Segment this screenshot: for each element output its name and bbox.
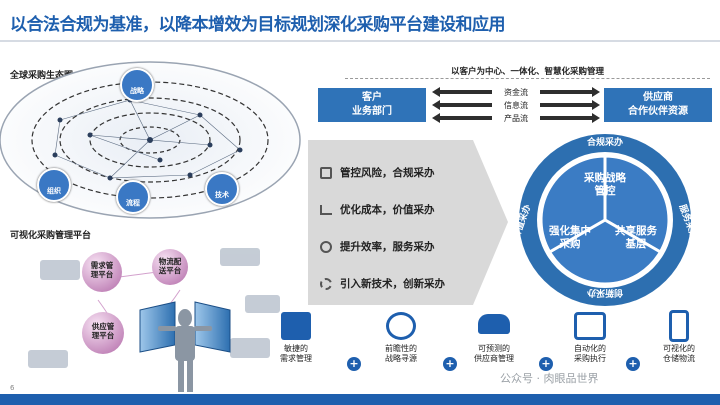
plus-icon: +: [626, 357, 640, 371]
customer-box: 客户 业务部门: [318, 88, 426, 122]
supply-platform-ball: [82, 312, 124, 354]
list-item: 优化成本，价值采办: [320, 202, 435, 217]
title-underline: [0, 40, 720, 42]
product-flow-label: 产品流: [492, 113, 540, 124]
chart-icon: [320, 166, 332, 179]
list-item: 引入新技术，创新采办: [320, 276, 445, 291]
bottom-item-label: 可预测的 供应商管理: [474, 344, 514, 363]
ecosystem-label: 全球采购生态圈: [10, 71, 74, 81]
strategy-node: 战略: [120, 68, 154, 102]
page-number: 6: [10, 384, 15, 392]
gear-icon: [320, 277, 332, 290]
supply-platform-label: 供应管 理平台: [91, 322, 115, 340]
supplier-box: 供应商 合作伙伴资源: [604, 88, 712, 122]
cash-flow-label: 资金流: [492, 87, 540, 98]
phone-icon: [669, 310, 689, 342]
list-item: 管控风险，合规采办: [320, 165, 435, 180]
logistics-platform-label: 物流配 送平台: [158, 257, 182, 275]
outer-top-label: 合规采办: [586, 138, 623, 148]
right-header: 以客户为中心、一体化、智慧化采购管理: [450, 67, 604, 77]
header-divider: [345, 78, 710, 79]
procurement-circle: [519, 134, 691, 306]
list-item-text: 引入新技术，创新采办: [340, 278, 445, 290]
platform-illustration: [28, 248, 280, 392]
list-item-text: 提升效率，服务采办: [340, 241, 435, 253]
segment-left-label: 强化集中 采购: [549, 225, 591, 250]
org-label: 组织: [47, 187, 61, 195]
plus-icon: +: [443, 357, 457, 371]
bottom-item-label: 敏捷的 需求管理: [280, 344, 312, 363]
logistics-platform-ball: [152, 249, 188, 285]
watermark: 公众号 · 肉眼品世界: [500, 372, 599, 385]
plus-icon: +: [539, 357, 553, 371]
page-title: 以合法合规为基准，以降本增效为目标规划深化采购平台建设和应用: [10, 15, 506, 35]
plus-icon: +: [347, 357, 361, 371]
list-item: 提升效率，服务采办: [320, 239, 435, 254]
arrow-icon: [281, 312, 311, 340]
strategy-label: 战略: [130, 87, 144, 95]
platform-label: 可视化采购管理平台: [10, 231, 92, 241]
demand-platform-label: 需求管 理平台: [90, 261, 114, 279]
demand-platform-ball: [82, 252, 122, 292]
list-item-text: 管控风险，合规采办: [340, 167, 435, 179]
outer-bottom-label: 创新采办: [587, 287, 624, 297]
org-node: 组织: [37, 168, 71, 202]
gray-arrow-panel: [308, 140, 508, 305]
tech-node: 技术: [205, 172, 239, 206]
bottom-item-label: 前瞻性的 战略寻源: [385, 344, 417, 363]
doc-icon: [574, 312, 606, 340]
process-label: 流程: [126, 199, 140, 207]
bottom-item-label: 自动化的 采购执行: [574, 344, 606, 363]
segment-right-label: 共享服务 基层: [615, 225, 657, 250]
bottom-item-label: 可视化的 仓储物流: [663, 344, 695, 363]
process-node: 流程: [116, 180, 150, 214]
people-icon: [320, 240, 332, 253]
list-item-text: 优化成本，价值采办: [340, 204, 435, 216]
segment-top-label: 采购战略 管控: [584, 172, 626, 197]
trend-icon: [320, 204, 332, 215]
cloud-icon: [478, 314, 510, 334]
info-flow-label: 信息流: [492, 100, 540, 111]
footer-bar: [0, 394, 720, 405]
tech-label: 技术: [215, 191, 229, 199]
globe-icon: [386, 312, 416, 340]
